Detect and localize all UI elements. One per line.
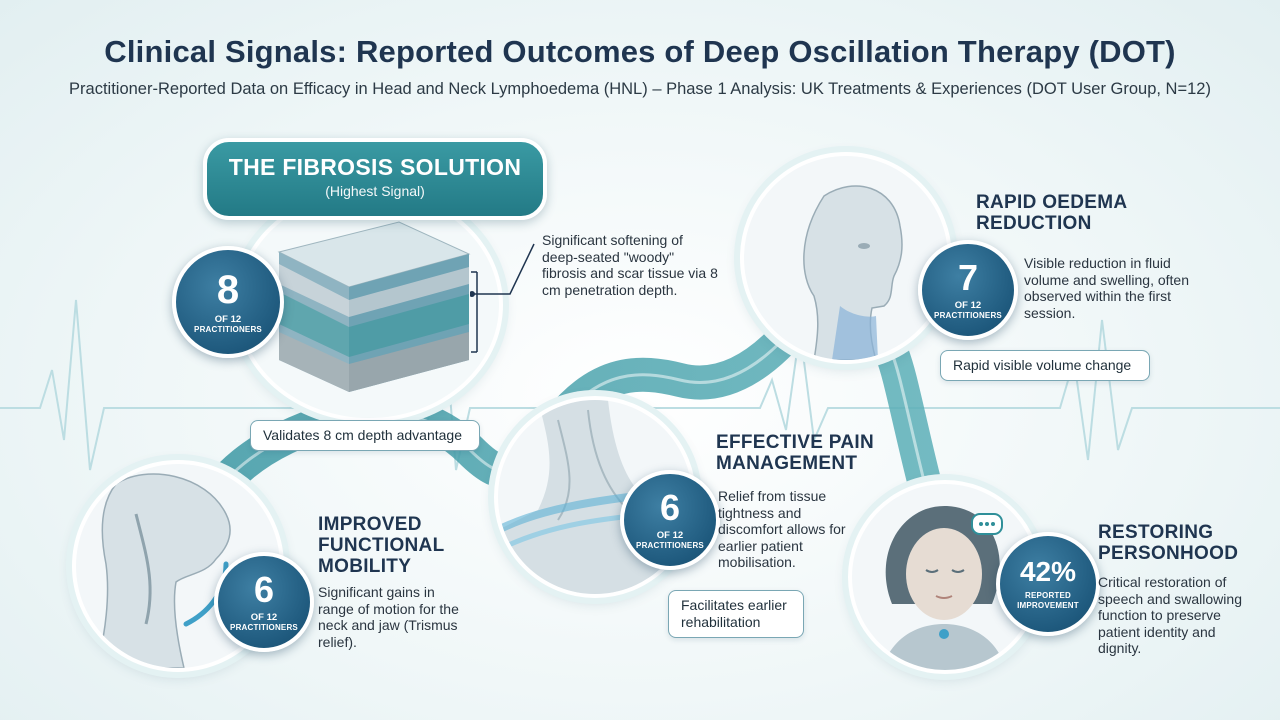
pain-unit: PRACTITIONERS [636, 541, 704, 551]
mobility-unit: PRACTITIONERS [230, 623, 298, 633]
fibrosis-title: THE FIBROSIS SOLUTION [228, 154, 522, 180]
fibrosis-count: 8 [216, 267, 240, 312]
pain-description: Relief from tissue tightness and discomf… [718, 488, 846, 570]
personhood-illustration [848, 480, 1042, 674]
page-title: Clinical Signals: Reported Outcomes of D… [104, 34, 1176, 69]
oedema-of: OF 12 [954, 299, 982, 311]
mobility-count: 6 [253, 568, 275, 610]
personhood-unit-2: IMPROVEMENT [1017, 600, 1079, 610]
patient-face-icon [852, 484, 1038, 670]
personhood-value-badge: 42% REPORTED IMPROVEMENT [996, 532, 1100, 636]
mobility-description: Significant gains in range of motion for… [318, 584, 459, 650]
oedema-heading: RAPID OEDEMA REDUCTION [976, 192, 1127, 234]
head-profile-icon [744, 156, 948, 360]
fibrosis-illustration [235, 188, 503, 422]
pain-heading: EFFECTIVE PAIN MANAGEMENT [716, 432, 874, 474]
page-subtitle: Practitioner-Reported Data on Efficacy i… [69, 80, 1211, 98]
fibrosis-tag: (Highest Signal) [325, 183, 425, 199]
mobility-heading: IMPROVED FUNCTIONAL MOBILITY [318, 514, 445, 577]
fibrosis-pointer-line [470, 243, 535, 297]
tissue-block-icon [239, 192, 499, 418]
oedema-description: Visible reduction in fluid volume and sw… [1024, 255, 1189, 321]
personhood-heading: RESTORING PERSONHOOD [1098, 522, 1239, 564]
fibrosis-callout: Validates 8 cm depth advantage [250, 420, 480, 451]
personhood-value: 42% [1019, 556, 1077, 588]
pain-count: 6 [659, 486, 681, 528]
pain-callout: Facilitates earlier rehabilitation [668, 590, 804, 638]
oedema-count: 7 [957, 256, 979, 298]
fibrosis-unit: PRACTITIONERS [194, 325, 262, 335]
personhood-unit-1: REPORTED [1024, 591, 1072, 601]
mobility-of: OF 12 [250, 611, 278, 623]
oedema-callout: Rapid visible volume change [940, 350, 1150, 381]
oedema-count-badge: 7 OF 12 PRACTITIONERS [918, 240, 1018, 340]
fibrosis-description: Significant softening of deep-seated "wo… [542, 232, 718, 298]
personhood-description: Critical restoration of speech and swall… [1098, 574, 1242, 656]
fibrosis-count-badge: 8 OF 12 PRACTITIONERS [172, 246, 284, 358]
mobility-count-badge: 6 OF 12 PRACTITIONERS [214, 552, 314, 652]
oedema-unit: PRACTITIONERS [934, 311, 1002, 321]
oedema-illustration [740, 152, 952, 364]
fibrosis-of: OF 12 [214, 313, 242, 325]
pain-of: OF 12 [656, 529, 684, 541]
fibrosis-title-pill: THE FIBROSIS SOLUTION (Highest Signal) [203, 138, 547, 220]
pain-count-badge: 6 OF 12 PRACTITIONERS [620, 470, 720, 570]
